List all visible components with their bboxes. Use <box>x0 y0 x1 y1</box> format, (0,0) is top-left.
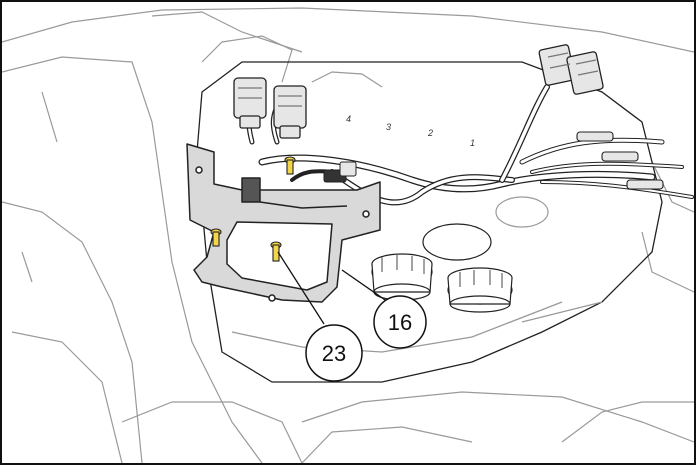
panel-digits: 4 3 2 1 <box>346 114 475 148</box>
harness-connector <box>323 161 357 183</box>
grommet-right <box>447 267 513 313</box>
leader-lines <box>277 251 389 325</box>
body-panel-outlines <box>2 7 694 463</box>
inline-fuse-holders <box>576 131 664 190</box>
callout-23: 23 <box>305 324 363 382</box>
screw-top <box>284 156 296 175</box>
callout-16: 16 <box>373 295 427 349</box>
screw-23-primary <box>270 241 282 262</box>
panel-digit-1: 1 <box>470 138 475 148</box>
callout-23-label: 23 <box>322 341 346 366</box>
panel-digit-4: 4 <box>346 114 351 124</box>
grommet-left <box>371 253 433 301</box>
callout-16-label: 16 <box>388 310 412 335</box>
upper-right-connectors <box>538 44 604 95</box>
screw-23-secondary <box>210 228 222 247</box>
panel-digit-2: 2 <box>427 128 433 138</box>
relay-connectors <box>233 77 307 139</box>
panel-digit-3: 3 <box>386 122 391 132</box>
